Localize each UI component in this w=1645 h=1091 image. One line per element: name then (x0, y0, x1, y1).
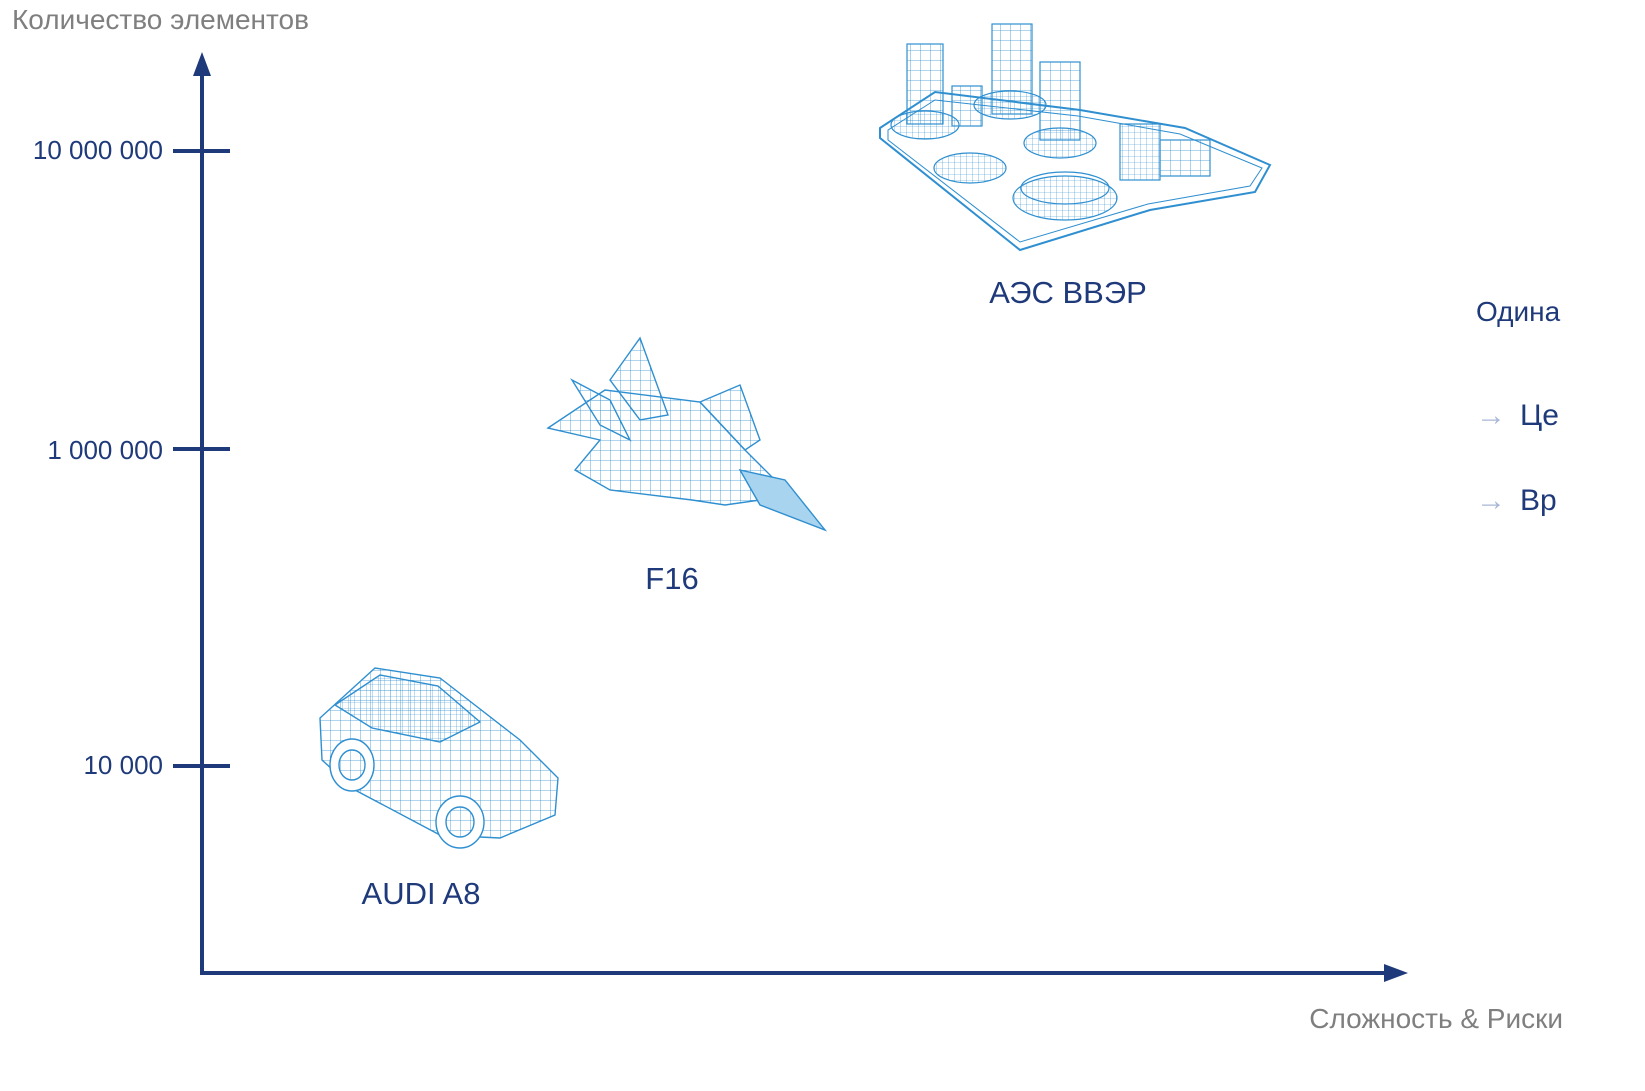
side-panel-heading: Одина (1476, 296, 1561, 327)
car-label: AUDI A8 (361, 876, 481, 911)
car-wireframe-icon (319, 667, 559, 849)
arrow-right-icon: → (1476, 484, 1506, 517)
tick-label-1000000: 1 000 000 (47, 435, 163, 465)
x-axis-arrowhead (1384, 964, 1408, 982)
arrow-right-icon: → (1476, 399, 1506, 432)
side-panel-bullet: → Вр (1476, 484, 1557, 518)
tick-label-10000: 10 000 (83, 750, 163, 780)
side-panel-bullet-text: Це (1520, 399, 1559, 432)
nuclear-plant-label: АЭС ВВЭР (989, 275, 1147, 310)
x-axis-title: Сложность & Риски (1309, 1003, 1563, 1034)
tick-label-10000000: 10 000 000 (32, 135, 163, 165)
y-axis-title: Количество элементов (12, 4, 309, 35)
fighter-jet-label: F16 (645, 561, 699, 596)
side-panel-bullet: → Це (1476, 399, 1559, 433)
y-axis (193, 52, 211, 975)
fighter-jet-wireframe-icon (546, 336, 828, 532)
y-axis-arrowhead (193, 52, 211, 76)
nuclear-plant-wireframe-icon (879, 23, 1272, 252)
side-panel-bullet-text: Вр (1520, 484, 1557, 517)
x-axis (200, 964, 1408, 982)
